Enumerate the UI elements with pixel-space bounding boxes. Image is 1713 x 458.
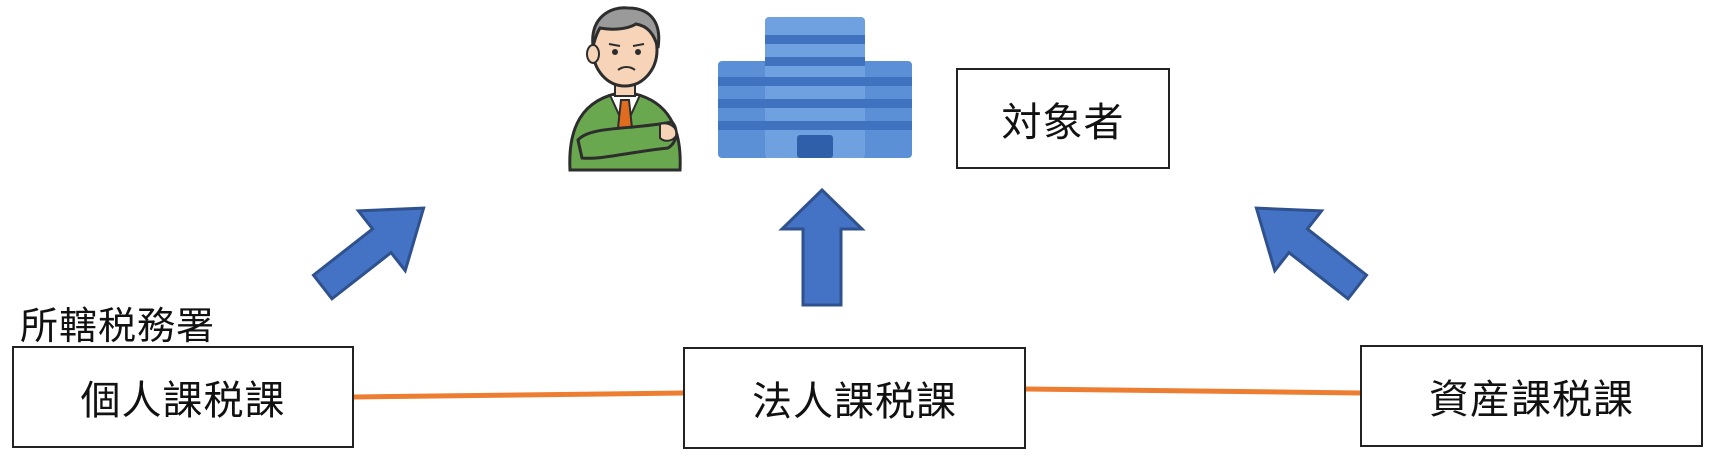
department-label: 法人課税課	[752, 379, 957, 425]
connector-line-left	[353, 390, 684, 400]
office-building-icon	[715, 15, 915, 160]
arrow-up-left-icon	[1254, 206, 1369, 301]
department-box-property: 資産課税課	[1360, 345, 1703, 447]
department-label: 資産課税課	[1429, 377, 1634, 423]
department-label: 個人課税課	[80, 378, 286, 424]
department-box-individual: 個人課税課	[12, 346, 354, 448]
department-box-corporate: 法人課税課	[683, 347, 1026, 449]
arrow-up-right-icon	[311, 206, 426, 301]
target-box: 対象者	[956, 68, 1170, 169]
businessman-icon	[560, 0, 690, 175]
tax-office-label: 所轄税務署	[20, 304, 216, 348]
connector-line-right	[1025, 386, 1361, 396]
arrow-up-icon	[778, 187, 866, 307]
target-label: 対象者	[1001, 99, 1125, 146]
